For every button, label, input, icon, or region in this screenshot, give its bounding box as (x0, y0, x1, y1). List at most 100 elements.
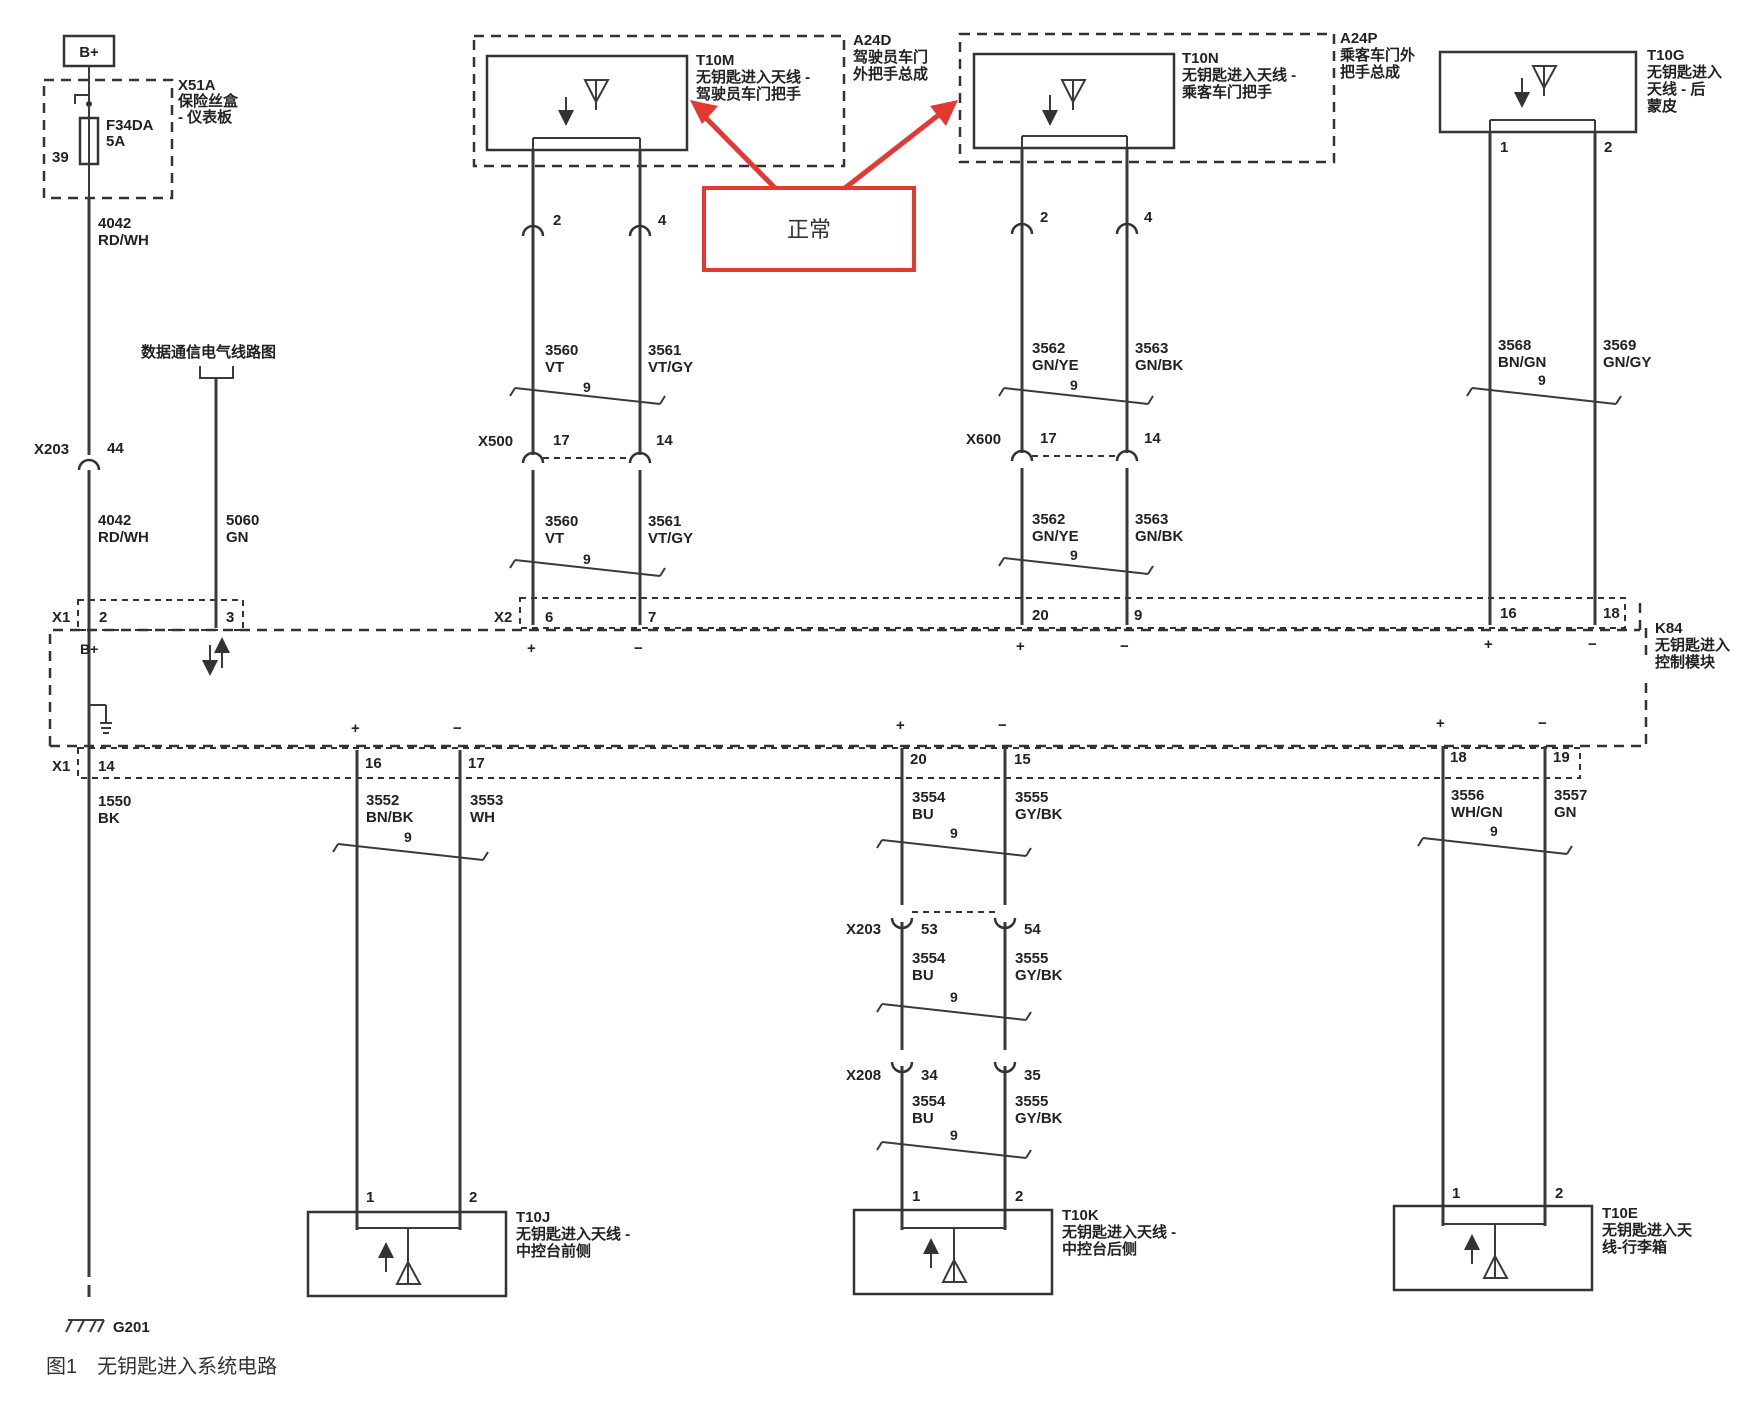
assembly-a24p: A24P 乘客车门外 把手总成 (958, 30, 1415, 164)
svg-text:14: 14 (98, 758, 115, 775)
svg-text:3557: 3557 (1554, 787, 1587, 804)
svg-text:RD/WH: RD/WH (98, 232, 149, 249)
svg-text:34: 34 (921, 1067, 938, 1084)
svg-text:GN: GN (1554, 804, 1577, 821)
svg-text:6: 6 (545, 609, 553, 626)
svg-text:2: 2 (553, 212, 561, 229)
svg-text:驾驶员车门把手: 驾驶员车门把手 (696, 85, 801, 103)
svg-text:7: 7 (648, 609, 656, 626)
svg-text:1: 1 (1452, 1185, 1460, 1202)
svg-text:无钥匙进入: 无钥匙进入 (1654, 636, 1730, 654)
svg-text:X500: X500 (478, 433, 513, 450)
svg-text:3554: 3554 (912, 950, 946, 967)
connector-x203-pin44: X203 44 (34, 440, 124, 471)
svg-text:K84: K84 (1655, 620, 1683, 637)
svg-text:+: + (527, 640, 536, 657)
svg-text:14: 14 (656, 432, 673, 449)
svg-text:T10E: T10E (1602, 1205, 1638, 1222)
svg-text:T10K: T10K (1062, 1207, 1099, 1224)
svg-text:中控台后侧: 中控台后侧 (1062, 1240, 1137, 1258)
svg-text:+: + (896, 717, 905, 734)
wires-t10j (355, 750, 462, 1230)
svg-text:X600: X600 (966, 431, 1001, 448)
svg-text:T10M: T10M (696, 52, 734, 69)
antenna-icon (378, 1228, 422, 1285)
assembly-a24d: A24D 驾驶员车门 外把手总成 (472, 32, 928, 168)
svg-text:+: + (1484, 636, 1493, 653)
svg-text:9: 9 (1134, 607, 1142, 624)
svg-text:天线 - 后: 天线 - 后 (1647, 80, 1705, 98)
bplus-terminal: B+ (62, 34, 116, 68)
svg-text:无钥匙进入天线 -: 无钥匙进入天线 - (1181, 66, 1296, 84)
svg-text:4: 4 (1144, 209, 1153, 226)
svg-text:9: 9 (583, 379, 591, 395)
svg-text:3562: 3562 (1032, 340, 1065, 357)
svg-text:9: 9 (1490, 823, 1498, 839)
svg-text:GY/BK: GY/BK (1015, 1110, 1063, 1127)
svg-text:3556: 3556 (1451, 787, 1484, 804)
svg-text:无钥匙进入天线 -: 无钥匙进入天线 - (695, 68, 810, 86)
svg-text:把手总成: 把手总成 (1340, 63, 1400, 81)
connector-x600: X600 17 14 (966, 430, 1161, 462)
svg-text:GY/BK: GY/BK (1015, 967, 1063, 984)
svg-text:53: 53 (921, 921, 938, 938)
module-k84: K84 无钥匙进入 控制模块 (48, 597, 1730, 779)
svg-text:−: − (453, 720, 462, 737)
svg-text:2: 2 (1015, 1188, 1023, 1205)
svg-text:3563: 3563 (1135, 511, 1168, 528)
antenna-t10k: T10K 无钥匙进入天线 - 中控台后侧 (852, 1207, 1176, 1296)
ground-g201-icon (65, 1319, 105, 1333)
antenna-icon (1042, 79, 1087, 126)
svg-text:A24D: A24D (853, 32, 892, 49)
svg-text:正常: 正常 (787, 218, 831, 243)
svg-text:3555: 3555 (1015, 950, 1048, 967)
svg-text:3554: 3554 (912, 1093, 946, 1110)
svg-text:16: 16 (1500, 605, 1517, 622)
svg-text:蒙皮: 蒙皮 (1647, 97, 1677, 115)
svg-text:- 仪表板: - 仪表板 (178, 108, 233, 126)
svg-text:3568: 3568 (1498, 337, 1531, 354)
svg-text:X203: X203 (846, 921, 881, 938)
svg-text:3560: 3560 (545, 342, 578, 359)
svg-text:15: 15 (1014, 751, 1031, 768)
svg-text:17: 17 (1040, 430, 1057, 447)
svg-text:3562: 3562 (1032, 511, 1065, 528)
svg-text:驾驶员车门: 驾驶员车门 (853, 48, 928, 66)
svg-text:T10N: T10N (1182, 50, 1219, 67)
svg-text:3561: 3561 (648, 342, 681, 359)
svg-text:无钥匙进入天线 -: 无钥匙进入天线 - (1061, 1223, 1176, 1241)
svg-text:BU: BU (912, 1110, 934, 1127)
svg-text:2: 2 (1040, 209, 1048, 226)
svg-text:18: 18 (1450, 749, 1467, 766)
svg-text:X2: X2 (494, 609, 512, 626)
figure-caption: 图1 无钥匙进入系统电路 (46, 1355, 277, 1378)
svg-text:39: 39 (52, 149, 69, 166)
svg-text:+: + (351, 720, 360, 737)
svg-text:2: 2 (1555, 1185, 1563, 1202)
antenna-t10n: T10N 无钥匙进入天线 - 乘客车门把手 (972, 50, 1296, 150)
svg-text:VT: VT (545, 530, 564, 547)
wires-t10n (1020, 148, 1129, 625)
svg-text:GN/YE: GN/YE (1032, 357, 1079, 374)
svg-text:9: 9 (1070, 377, 1078, 393)
annotation-normal: 正常 (690, 100, 958, 272)
svg-text:RD/WH: RD/WH (98, 529, 149, 546)
antenna-t10j: T10J 无钥匙进入天线 - 中控台前侧 (306, 1209, 630, 1298)
svg-text:−: − (1120, 638, 1129, 655)
svg-text:乘客车门外: 乘客车门外 (1339, 46, 1415, 64)
antenna-t10g: T10G 无钥匙进入 天线 - 后 蒙皮 (1438, 47, 1722, 134)
antenna-t10e: T10E 无钥匙进入天 线-行李箱 (1392, 1204, 1693, 1292)
svg-text:VT/GY: VT/GY (648, 530, 693, 547)
svg-text:3555: 3555 (1015, 789, 1048, 806)
svg-text:X1: X1 (52, 609, 70, 626)
svg-text:X1: X1 (52, 758, 70, 775)
svg-text:GN/BK: GN/BK (1135, 528, 1184, 545)
svg-text:3563: 3563 (1135, 340, 1168, 357)
svg-text:1: 1 (366, 1189, 374, 1206)
svg-text:20: 20 (910, 751, 927, 768)
svg-text:3: 3 (226, 609, 234, 626)
svg-text:乘客车门把手: 乘客车门把手 (1181, 83, 1272, 101)
data-comm-link: 数据通信电气线路图 5060 GN (141, 343, 276, 676)
svg-text:GN/BK: GN/BK (1135, 357, 1184, 374)
